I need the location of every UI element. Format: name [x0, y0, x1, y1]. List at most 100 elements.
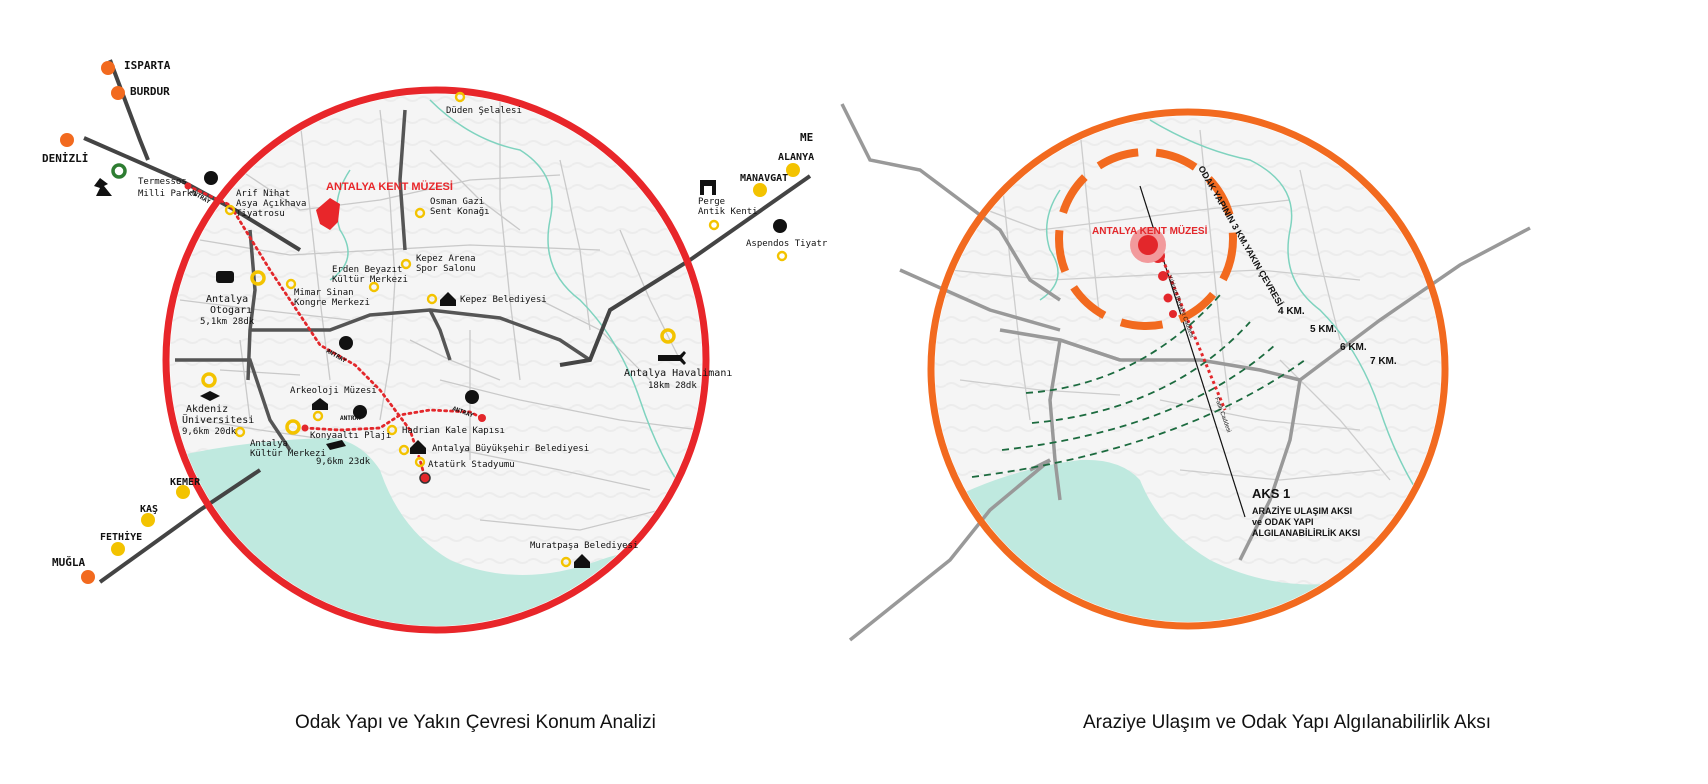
label-partial-east: ME	[800, 131, 813, 144]
theatre-masks-icon	[773, 219, 787, 233]
svg-text:Termessos: Termessos	[138, 177, 187, 187]
svg-text:9,6km 20dk: 9,6km 20dk	[182, 427, 237, 437]
focus-dot	[1138, 235, 1158, 255]
svg-text:Osman Gazi: Osman Gazi	[430, 197, 484, 207]
label-fethiye: FETHİYE	[100, 529, 142, 543]
left-caption: Odak Yapı ve Yakın Çevresi Konum Analizi	[295, 712, 656, 733]
river	[1149, 119, 1431, 511]
arch-icon	[700, 180, 716, 195]
label-manavgat: MANAVGAT	[740, 173, 788, 184]
right-map: ANTALYA KENT MÜZESİ ODAK YAPININ 3 KM.YA…	[840, 103, 1531, 642]
label-kas: KAŞ	[140, 504, 158, 515]
airplane-icon	[658, 351, 686, 365]
svg-text:Mimar Sinan: Mimar Sinan	[294, 288, 354, 298]
svg-text:Arif Nihat: Arif Nihat	[236, 189, 290, 199]
map-icons	[94, 171, 787, 568]
city-dot-denizli	[60, 133, 74, 147]
label-kemer: KEMER	[170, 477, 201, 488]
museum-icon	[312, 398, 328, 410]
tree-icon	[94, 178, 112, 196]
municipality-icon	[410, 440, 426, 454]
svg-text:Perge: Perge	[698, 197, 725, 207]
axis-title: AKS 1	[1252, 486, 1290, 501]
minor-streets	[179, 100, 701, 531]
svg-text:Kepez Arena: Kepez Arena	[416, 254, 476, 264]
svg-text:ve ODAK YAPI: ve ODAK YAPI	[1252, 517, 1314, 527]
distance-5: 5 KM.	[1310, 324, 1337, 335]
ataturk-rail-stop	[419, 472, 431, 484]
label-isparta: ISPARTA	[124, 59, 171, 72]
svg-text:ANTRAY: ANTRAY	[340, 415, 362, 422]
svg-text:Muratpaşa Belediyesi: Muratpaşa Belediyesi	[530, 541, 638, 551]
svg-text:ARAZİYE ULAŞIM AKSI: ARAZİYE ULAŞIM AKSI	[1252, 506, 1352, 516]
city-markers	[60, 61, 800, 584]
label-burdur: BURDUR	[130, 85, 170, 98]
main-roads	[840, 103, 1531, 642]
svg-text:Düden Şelalesi: Düden Şelalesi	[446, 106, 522, 116]
city-dot-mugla	[81, 570, 95, 584]
right-ring	[927, 108, 1449, 630]
city-dot-burdur	[111, 86, 125, 100]
svg-text:Antalya Havalimanı: Antalya Havalimanı	[624, 368, 732, 379]
city-dot-manavgat	[753, 183, 767, 197]
highways	[83, 59, 812, 584]
distance-4: 4 KM.	[1278, 306, 1305, 317]
svg-text:Akdeniz: Akdeniz	[186, 404, 228, 415]
svg-text:Antalya: Antalya	[206, 294, 248, 305]
city-dot-isparta	[101, 61, 115, 75]
left-map: ISPARTA BURDUR DENİZLİ ALANYA MANAVGAT K…	[42, 59, 828, 634]
right-focus-label: ANTALYA KENT MÜZESİ	[1092, 224, 1208, 237]
municipality-icon	[440, 292, 456, 306]
distance-6: 6 KM.	[1340, 342, 1367, 353]
svg-text:9,6km 23dk: 9,6km 23dk	[316, 457, 371, 467]
svg-text:ALGILANABİLİRLİK AKSI: ALGILANABİLİRLİK AKSI	[1252, 528, 1360, 538]
svg-text:Tiyatrosu: Tiyatrosu	[236, 209, 285, 219]
bus-icon	[216, 271, 234, 283]
tram-icon	[465, 390, 479, 404]
antray-branch	[303, 408, 484, 432]
svg-text:Erden Beyazıt: Erden Beyazıt	[332, 265, 402, 275]
svg-text:Atatürk Stadyumu: Atatürk Stadyumu	[428, 460, 515, 470]
three-km-ring	[1055, 148, 1237, 330]
focus-label: ANTALYA KENT MÜZESİ	[326, 180, 453, 193]
tram-icon	[339, 336, 353, 350]
svg-text:Arkeoloji Müzesi: Arkeoloji Müzesi	[290, 386, 377, 396]
svg-text:Antalya: Antalya	[250, 439, 288, 449]
svg-text:Asya Açıkhava: Asya Açıkhava	[236, 199, 306, 209]
label-alanya: ALANYA	[778, 152, 814, 163]
svg-text:Konyaaltı Plajı: Konyaaltı Plajı	[310, 431, 391, 441]
axis-red-dots	[1156, 247, 1227, 411]
svg-text:Kültür Merkezi: Kültür Merkezi	[250, 449, 326, 459]
svg-text:Milli Parkı: Milli Parkı	[138, 189, 198, 199]
tram-icon	[353, 405, 367, 419]
svg-text:Antalya Büyükşehir Belediyesi: Antalya Büyükşehir Belediyesi	[432, 444, 589, 454]
minor-streets	[949, 129, 1391, 481]
svg-text:Kepez Belediyesi: Kepez Belediyesi	[460, 295, 547, 305]
tram-icon	[204, 171, 218, 185]
termessos-marker	[111, 163, 127, 179]
antray-line	[186, 184, 427, 480]
svg-text:Spor Salonu: Spor Salonu	[416, 264, 476, 274]
city-dot-kemer	[176, 485, 190, 499]
poi-markers	[201, 91, 788, 568]
swimmer-icon	[326, 440, 346, 450]
kent-muzesi-shape	[316, 198, 340, 230]
svg-text:Sent Konağı: Sent Konağı	[430, 207, 490, 217]
svg-text:Antik Kenti: Antik Kenti	[698, 207, 758, 217]
left-ring	[162, 86, 710, 634]
city-dot-kas	[141, 513, 155, 527]
svg-text:Üniversitesi: Üniversitesi	[182, 413, 254, 426]
svg-text:Kongre Merkezi: Kongre Merkezi	[294, 298, 370, 308]
city-dot-fethiye	[111, 542, 125, 556]
graduation-cap-icon	[200, 391, 220, 401]
label-mugla: MUĞLA	[52, 556, 85, 569]
svg-text:Kültür Merkezi: Kültür Merkezi	[332, 275, 408, 285]
right-caption: Araziye Ulaşım ve Odak Yapı Algılanabili…	[1083, 712, 1491, 733]
svg-text:5,1km 28dk: 5,1km 28dk	[200, 317, 255, 327]
svg-text:18km 28dk: 18km 28dk	[648, 381, 697, 391]
city-dot-alanya	[786, 163, 800, 177]
river	[429, 99, 691, 501]
label-denizli: DENİZLİ	[42, 151, 88, 165]
svg-text:Aspendos Tiyatr: Aspendos Tiyatr	[746, 239, 828, 249]
svg-text:Otogarı: Otogarı	[210, 305, 252, 316]
